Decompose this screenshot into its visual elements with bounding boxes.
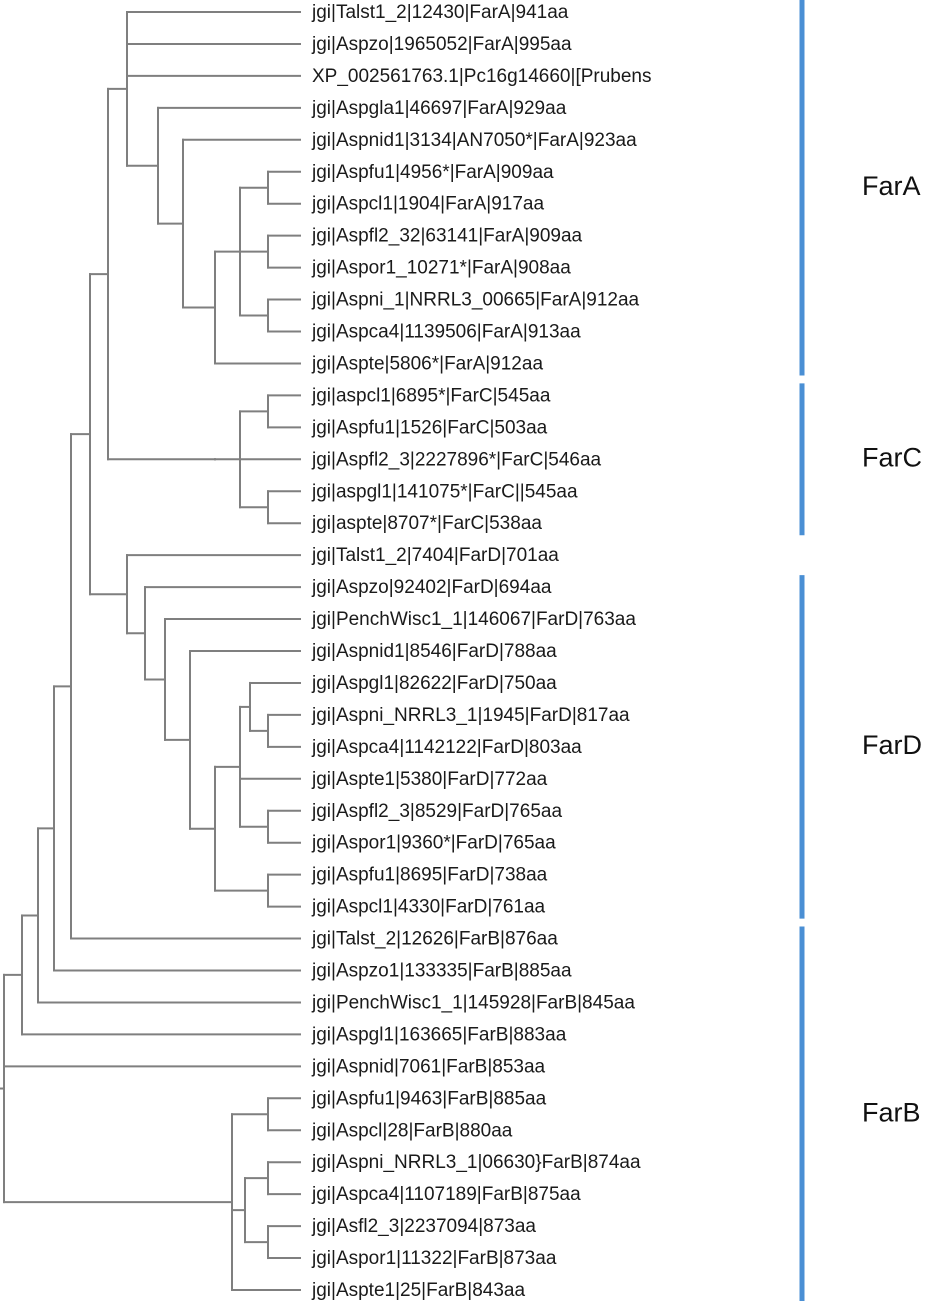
leaf-label: jgi|aspgl1|141075*|FarC||545aa: [311, 481, 578, 502]
leaf-label: jgi|Aspte|5806*|FarA|912aa: [311, 353, 543, 374]
leaf-label: jgi|Aspfu1|9463|FarB|885aa: [311, 1088, 547, 1109]
leaf-label: jgi|Aspte1|5380|FarD|772aa: [311, 769, 548, 790]
leaf-label: jgi|Aspni_NRRL3_1|1945|FarD|817aa: [311, 705, 630, 726]
leaf-label: jgi|Aspor1|9360*|FarD|765aa: [311, 833, 556, 854]
leaf-label: XP_002561763.1|Pc16g14660|[Prubens: [312, 66, 652, 87]
leaf-label: jgi|Aspca4|1139506|FarA|913aa: [311, 322, 581, 343]
leaf-label: jgi|Aspor1_10271*|FarA|908aa: [311, 258, 571, 279]
clade-annotations: FarA FarC FarD FarB: [799, 0, 922, 1301]
leaf-label: jgi|Aspzo|1965052|FarA|995aa: [311, 34, 572, 55]
leaf-labels: jgi|Talst1_2|12430|FarA|941aa jgi|Aspzo|1…: [311, 2, 652, 1301]
leaf-label: jgi|aspte|8707*|FarC|538aa: [311, 513, 542, 534]
leaf-label: jgi|Talst1_2|12430|FarA|941aa: [311, 2, 569, 23]
leaf-label: jgi|Aspnid1|3134|AN7050*|FarA|923aa: [311, 130, 637, 151]
leaf-label: jgi|Aspnid1|8546|FarD|788aa: [311, 641, 557, 662]
tree-branches: [0, 11, 301, 1291]
leaf-label: jgi|Aspor1|11322|FarB|873aa: [311, 1248, 557, 1269]
leaf-label: jgi|Asfl2_3|2237094|873aa: [311, 1216, 536, 1237]
leaf-label: jgi|Aspgla1|46697|FarA|929aa: [311, 98, 567, 119]
leaf-label: jgi|Aspzo1|133335|FarB|885aa: [311, 961, 572, 982]
leaf-label: jgi|Aspni_NRRL3_1|06630}FarB|874aa: [311, 1152, 641, 1173]
clade-label-farc: FarC: [862, 442, 922, 472]
leaf-label: jgi|Aspfl2_3|8529|FarD|765aa: [311, 801, 562, 822]
leaf-label: jgi|Aspfl2_3|2227896*|FarC|546aa: [311, 449, 602, 470]
leaf-label: jgi|Aspni_1|NRRL3_00665|FarA|912aa: [311, 290, 640, 311]
leaf-label: jgi|Aspfu1|8695|FarD|738aa: [311, 865, 548, 886]
leaf-label: jgi|PenchWisc1_1|146067|FarD|763aa: [311, 609, 636, 630]
leaf-label: jgi|Aspfu1|4956*|FarA|909aa: [311, 162, 554, 183]
leaf-label: jgi|Talst_2|12626|FarB|876aa: [311, 929, 558, 950]
leaf-label: jgi|Aspcl1|4330|FarD|761aa: [311, 897, 546, 918]
leaf-label: jgi|Aspzo|92402|FarD|694aa: [311, 577, 552, 598]
leaf-label: jgi|Aspcl1|1904|FarA|917aa: [311, 194, 544, 215]
leaf-label: jgi|Aspca4|1107189|FarB|875aa: [311, 1184, 581, 1205]
leaf-label: jgi|Aspfu1|1526|FarC|503aa: [311, 417, 548, 438]
leaf-label: jgi|Aspgl1|82622|FarD|750aa: [311, 673, 557, 694]
clade-label-fara: FarA: [862, 171, 921, 201]
leaf-label: jgi|Talst1_2|7404|FarD|701aa: [311, 545, 559, 566]
leaf-label: jgi|Aspfl2_32|63141|FarA|909aa: [311, 226, 583, 247]
clade-label-fard: FarD: [862, 730, 922, 760]
leaf-label: jgi|Aspgl1|163665|FarB|883aa: [311, 1024, 567, 1045]
leaf-label: jgi|Aspcl|28|FarB|880aa: [311, 1120, 513, 1141]
leaf-label: jgi|PenchWisc1_1|145928|FarB|845aa: [311, 992, 635, 1013]
leaf-label: jgi|aspcl1|6895*|FarC|545aa: [311, 385, 551, 406]
leaf-label: jgi|Aspnid|7061|FarB|853aa: [311, 1056, 546, 1077]
leaf-label: jgi|Aspca4|1142122|FarD|803aa: [311, 737, 582, 758]
leaf-label: jgi|Aspte1|25|FarB|843aa: [311, 1280, 525, 1301]
clade-label-farb: FarB: [862, 1097, 921, 1127]
